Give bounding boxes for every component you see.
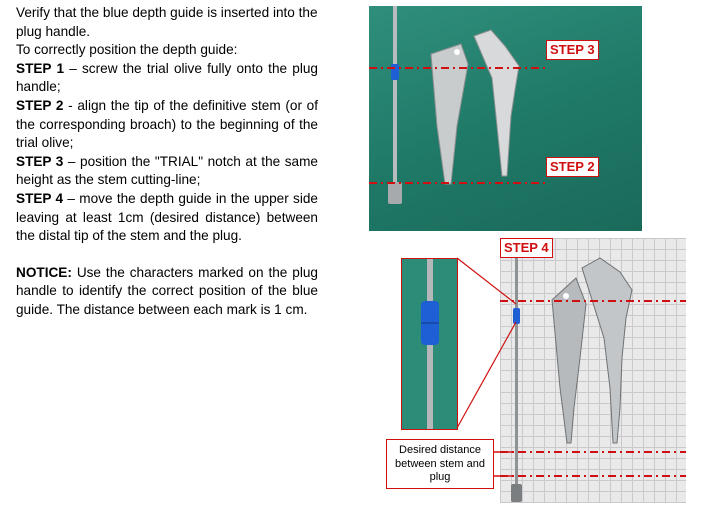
instructions-text: Verify that the blue depth guide is inse… bbox=[16, 4, 318, 320]
step-1-text: – screw the trial olive fully onto the p… bbox=[16, 60, 318, 95]
trial-olive bbox=[511, 484, 522, 502]
step-4-text: – move the depth guide in the upper side… bbox=[16, 190, 318, 244]
depth-guide-inset bbox=[401, 258, 458, 430]
position-intro: To correctly position the depth guide: bbox=[16, 42, 238, 58]
trial-olive bbox=[388, 182, 402, 204]
stem-hole bbox=[454, 49, 460, 55]
stem-hole bbox=[563, 293, 569, 299]
photo-step-4-drawing bbox=[500, 257, 686, 502]
definitive-stem bbox=[551, 277, 587, 444]
inset-connector-bottom bbox=[456, 321, 517, 429]
broach bbox=[473, 29, 520, 177]
notice-label: NOTICE: bbox=[16, 264, 72, 280]
definitive-stem bbox=[430, 43, 469, 185]
plug-handle-rod bbox=[515, 258, 518, 493]
step4-label: STEP 4 bbox=[500, 238, 553, 258]
blue-depth-guide bbox=[513, 308, 520, 324]
step-4-label: STEP 4 bbox=[16, 190, 64, 206]
step3-label: STEP 3 bbox=[546, 40, 599, 60]
depth-guide-inset-drawing bbox=[421, 259, 439, 429]
step-2-label: STEP 2 bbox=[16, 97, 64, 113]
plug-handle-rod bbox=[393, 6, 397, 184]
step-1: STEP 1 – screw the trial olive fully ont… bbox=[16, 60, 318, 97]
step-2-text: - align the tip of the definitive stem (… bbox=[16, 97, 318, 151]
step-2: STEP 2 - align the tip of the definitive… bbox=[16, 97, 318, 153]
notice-paragraph: NOTICE: Use the characters marked on the… bbox=[16, 264, 318, 320]
step-3-label: STEP 3 bbox=[16, 153, 64, 169]
intro-paragraph: Verify that the blue depth guide is inse… bbox=[16, 5, 318, 39]
step-1-label: STEP 1 bbox=[16, 60, 65, 76]
step-3: STEP 3 – position the "TRIAL" notch at t… bbox=[16, 153, 318, 190]
broach bbox=[581, 257, 633, 444]
inset-connector-top bbox=[456, 257, 517, 305]
step2-label: STEP 2 bbox=[546, 157, 599, 177]
desired-distance-callout: Desired distance between stem and plug bbox=[386, 439, 494, 489]
photo-steps-2-3-drawing bbox=[369, 6, 545, 204]
step-4: STEP 4 – move the depth guide in the upp… bbox=[16, 190, 318, 246]
photo-step-4 bbox=[500, 238, 686, 503]
step-3-text: – position the "TRIAL" notch at the same… bbox=[16, 153, 318, 188]
notice-text: Use the characters marked on the plug ha… bbox=[16, 264, 318, 317]
